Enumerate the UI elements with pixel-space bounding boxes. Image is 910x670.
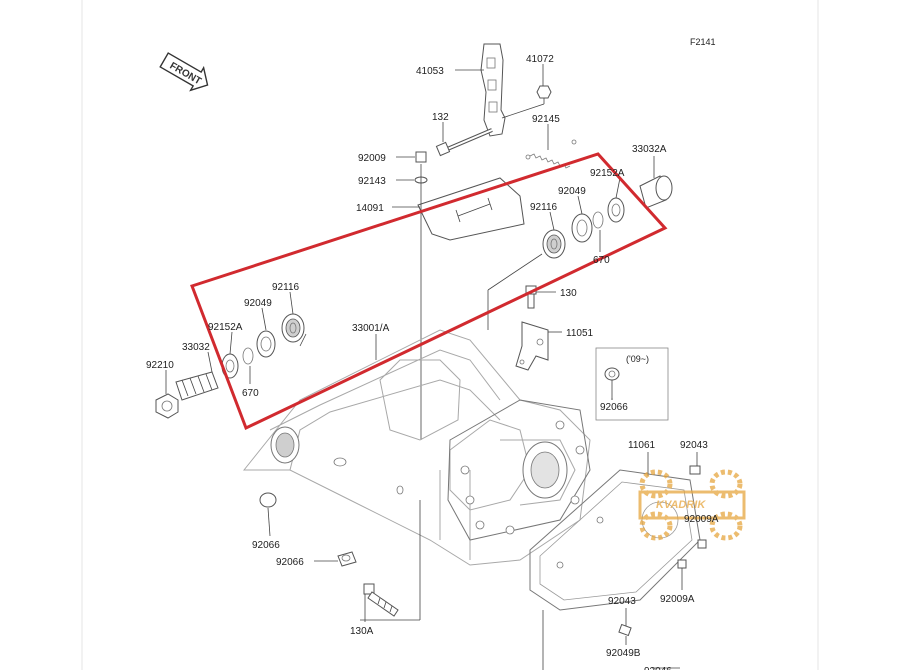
bearing-92116-right [542, 229, 566, 259]
bracket-11051 [515, 321, 549, 371]
label-92043-top: 92043 [680, 440, 708, 451]
bolt-92009A-low [677, 559, 687, 569]
label-92116-right: 92116 [530, 202, 558, 213]
cap-92066-b [337, 551, 357, 567]
watermark-text: KVADRIK [656, 499, 706, 511]
model-year-note-box: ('09~) [595, 347, 669, 421]
label-92145: 92145 [532, 114, 560, 125]
label-92046-cut: 92046 [644, 666, 672, 670]
label-92152A-left: 92152A [208, 322, 243, 333]
model-year-note: ('09~) [626, 354, 649, 364]
label-92066-note: 92066 [600, 402, 628, 413]
pin-92043-top [689, 465, 701, 475]
circlip-670-right [592, 211, 604, 229]
final-drive-case [447, 399, 591, 541]
label-11061: 11061 [628, 440, 656, 451]
label-33032-left: 33032 [182, 342, 210, 353]
label-92210: 92210 [146, 360, 174, 371]
highlight-outline [190, 152, 668, 431]
label-41072: 41072 [526, 54, 554, 65]
label-92152A-right: 92152A [590, 168, 625, 179]
seal-92152A-right [607, 197, 625, 223]
kvadrik-watermark-logo: KVADRIK [638, 469, 746, 541]
label-132: 132 [432, 112, 449, 123]
figure-code: F2141 [690, 37, 716, 47]
bolt-130A [363, 583, 399, 617]
label-92143: 92143 [358, 176, 386, 187]
housing-flange [270, 426, 404, 495]
plug-33032A [639, 175, 673, 209]
shaft-33032 [175, 371, 219, 401]
plate-14091 [417, 177, 525, 241]
label-670-right: 670 [593, 255, 610, 266]
washer-92049-left [256, 330, 276, 358]
label-41053: 41053 [416, 66, 444, 77]
label-130: 130 [560, 288, 577, 299]
label-92009A-mid: 92009A [684, 514, 719, 525]
label-92009: 92009 [358, 153, 386, 164]
label-33001A: 33001/A [352, 323, 390, 334]
leader-lines [165, 64, 698, 645]
circlip-670-left [242, 347, 254, 365]
label-130A: 130A [350, 626, 374, 637]
label-92066-b: 92066 [276, 557, 304, 568]
label-92009A-low: 92009A [660, 594, 695, 605]
bearing-92116-left [281, 313, 305, 343]
nut-41072 [536, 85, 552, 99]
bolt-92009A-mid [697, 539, 707, 549]
cap-92066-a [259, 492, 277, 508]
label-92049-right: 92049 [558, 186, 586, 197]
label-670-left: 670 [242, 388, 259, 399]
label-11051: 11051 [566, 328, 594, 339]
label-92049-left: 92049 [244, 298, 272, 309]
bolt-92009 [415, 151, 427, 163]
label-92116-left: 92116 [272, 282, 300, 293]
front-direction-arrow: FRONT [159, 52, 209, 92]
bolt-132 [435, 128, 493, 157]
pin-92043-low [618, 623, 632, 637]
gasket-cover-11061 [529, 469, 701, 611]
nut-92210 [155, 393, 179, 419]
label-92043-low: 92043 [608, 596, 636, 607]
chain-guard-bracket [480, 43, 506, 137]
tire-icon [639, 469, 743, 541]
label-92049B: 92049B [606, 648, 641, 659]
washer-92049-right [571, 213, 593, 243]
label-14091: 14091 [356, 203, 384, 214]
label-92066-a: 92066 [252, 540, 280, 551]
label-33032A: 33032A [632, 144, 667, 155]
